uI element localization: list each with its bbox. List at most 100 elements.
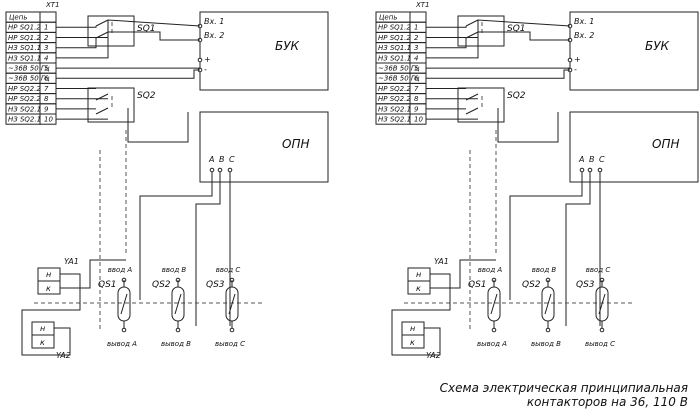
contact-name: QS2 xyxy=(152,280,171,290)
terminal-row-number: 9 xyxy=(44,105,49,113)
terminal-row-number: 5 xyxy=(414,65,419,73)
contact-blade xyxy=(228,293,236,315)
opn-phase-terminal xyxy=(597,167,603,173)
terminal-row-number: 7 xyxy=(44,85,49,93)
sq2-switch-box xyxy=(87,87,135,123)
buk-terminal xyxy=(567,57,573,63)
contact-name: QS1 xyxy=(468,280,487,290)
terminal-row-number: 3 xyxy=(414,44,418,52)
sq2-label: SQ2 xyxy=(137,91,156,101)
contact-input-label: ввод B xyxy=(162,266,187,274)
contact-output-label: вывод A xyxy=(107,340,137,348)
terminal-row-number: 8 xyxy=(414,95,419,103)
terminal-row-label: НР SQ2.2 xyxy=(8,95,41,103)
ya1-k: к xyxy=(416,284,421,293)
terminal-row-number: 4 xyxy=(44,54,48,62)
wire-t1 xyxy=(426,26,467,28)
opn-phase-c: C xyxy=(229,155,235,164)
ya2-n: н xyxy=(410,324,415,333)
contact-output-label: вывод C xyxy=(215,340,245,348)
buk-input-1: Вх. 1 xyxy=(204,17,224,26)
terminal-row-label: НР SQ1.2 xyxy=(8,34,41,42)
buk-title: БУК xyxy=(645,39,670,53)
wire-t4 xyxy=(56,31,200,59)
wire-sq2-out xyxy=(127,108,189,143)
terminal-row-number: 6 xyxy=(414,75,419,83)
contact-input-label: ввод C xyxy=(586,266,611,274)
terminal-row-label: НР SQ2.2 xyxy=(8,85,41,93)
terminal-row-number: 6 xyxy=(44,75,49,83)
wire-phase-a xyxy=(139,172,213,300)
terminal-row-number: 2 xyxy=(44,34,49,42)
terminal-row-label: НР SQ2.2 xyxy=(378,85,411,93)
terminal-row-number: 4 xyxy=(414,54,418,62)
contact-input-label: ввод A xyxy=(108,266,133,274)
terminal-row-label: НЗ SQ2.1 xyxy=(8,105,41,113)
terminal-row-label: НЗ SQ1.1 xyxy=(8,44,41,52)
terminal-row-label: НР SQ1.2 xyxy=(8,24,41,32)
opn-phase-c: C xyxy=(599,155,605,164)
ya2-k: к xyxy=(410,338,415,347)
terminal-row-label: НР SQ1.2 xyxy=(378,24,411,32)
sq2-switch-box xyxy=(457,87,505,123)
buk-plus: + xyxy=(204,55,211,64)
terminal-header-num-cell xyxy=(39,11,57,23)
terminal-row-number: 3 xyxy=(44,44,48,52)
contact-output-terminal xyxy=(121,327,127,333)
wire-t2 xyxy=(56,19,201,38)
opn-phase-b: B xyxy=(589,155,595,164)
wire-t1 xyxy=(56,26,97,28)
terminal-block-title: XT1 xyxy=(415,1,430,9)
buk-input-1: Вх. 1 xyxy=(574,17,594,26)
contact-output-terminal xyxy=(545,327,551,333)
contact-output-label: вывод C xyxy=(585,340,615,348)
terminal-row-label: ~36В 50 Гц xyxy=(8,65,50,73)
terminal-row-label: НЗ SQ1.1 xyxy=(378,54,411,62)
contact-blade xyxy=(544,293,552,315)
caption-line-1: Схема электрическая принципиальная xyxy=(439,381,688,395)
contact-input-label: ввод A xyxy=(478,266,503,274)
contact-blade xyxy=(598,293,606,315)
wire-t6 xyxy=(426,69,570,79)
ya2-n: н xyxy=(40,324,45,333)
buk-input-2: Вх. 2 xyxy=(204,31,224,40)
wire-t4 xyxy=(426,31,570,59)
wire-sq2-out xyxy=(497,108,559,143)
wire-coils xyxy=(391,273,451,356)
sq1-switch-box xyxy=(457,15,505,47)
opn-phase-b: B xyxy=(219,155,225,164)
terminal-row-number: 10 xyxy=(44,116,53,124)
ya1-label: YA1 xyxy=(64,257,79,266)
contact-blade xyxy=(174,293,182,315)
terminal-row-label: НЗ SQ2.1 xyxy=(8,116,41,124)
opn-phase-a: A xyxy=(208,155,214,164)
terminal-row-label: НЗ SQ1.1 xyxy=(378,44,411,52)
opn-block xyxy=(199,111,329,183)
terminal-row-label: НЗ SQ2.1 xyxy=(378,116,411,124)
contact-name: QS2 xyxy=(522,280,541,290)
wire-t6 xyxy=(56,69,200,79)
sq2-label: SQ2 xyxy=(507,91,526,101)
terminal-row-label: НР SQ2.2 xyxy=(378,95,411,103)
wire-ya1 xyxy=(60,259,126,289)
terminal-row-number: 5 xyxy=(44,65,49,73)
ya1-n: н xyxy=(416,270,421,279)
sq1-contact-1 xyxy=(465,19,479,27)
buk-block xyxy=(199,11,329,91)
terminal-header-num-cell xyxy=(409,11,427,23)
wire-phase-b xyxy=(195,172,221,326)
opn-phase-terminal xyxy=(227,167,233,173)
sq1-label: SQ1 xyxy=(137,24,156,34)
contact-output-terminal xyxy=(599,327,605,333)
terminal-header-label: Цепь xyxy=(379,14,397,22)
buk-minus: - xyxy=(574,65,577,74)
contact-name: QS3 xyxy=(576,280,595,290)
terminal-row-number: 8 xyxy=(44,95,49,103)
contact-output-label: вывод B xyxy=(161,340,191,348)
opn-phase-terminal xyxy=(587,167,593,173)
opn-phase-terminal xyxy=(209,167,215,173)
opn-phase-terminal xyxy=(579,167,585,173)
contact-output-label: вывод B xyxy=(531,340,561,348)
terminal-row-number: 7 xyxy=(414,85,419,93)
